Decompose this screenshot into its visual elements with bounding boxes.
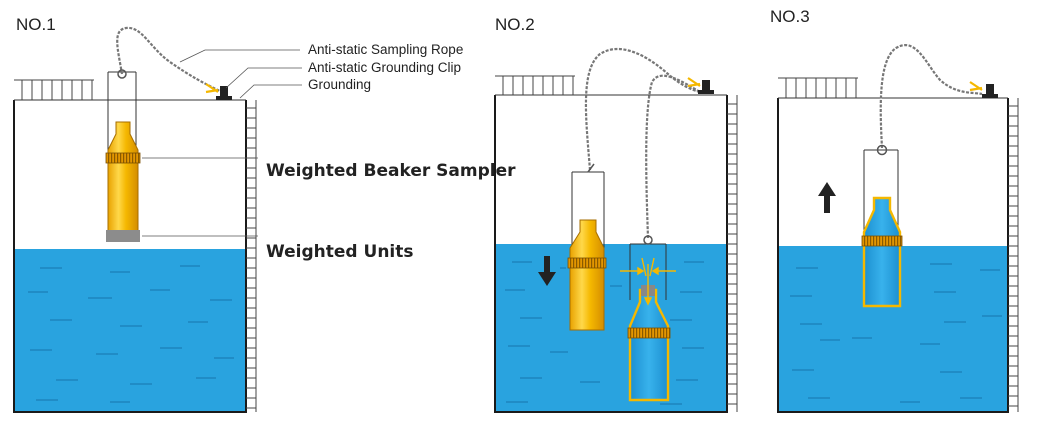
weighted-beaker-sampler xyxy=(105,121,141,233)
side-ladder xyxy=(1008,98,1019,412)
water-ripples xyxy=(790,263,1002,403)
side-ladder xyxy=(246,100,257,412)
grounding-clip-icon xyxy=(969,81,998,98)
label-grounding: Grounding xyxy=(308,77,371,92)
rope-ring xyxy=(643,235,653,245)
grounding-clip-icon xyxy=(687,77,714,94)
panel-title-no3: NO.3 xyxy=(770,7,810,26)
label-sampler: Weighted Beaker Sampler xyxy=(266,161,516,181)
sampler-band xyxy=(861,235,903,247)
sampling-rope-b xyxy=(645,74,701,239)
water-ripples xyxy=(505,261,704,405)
tank-wall xyxy=(13,100,247,413)
sampler-band xyxy=(567,257,607,269)
rope-ring xyxy=(876,144,888,156)
panel-no3 xyxy=(777,44,1019,413)
roof-railing xyxy=(495,75,575,95)
sampling-rope-a xyxy=(584,48,701,171)
panel-no1 xyxy=(13,26,302,413)
sampling-rope xyxy=(116,26,223,93)
side-ladder xyxy=(727,95,738,412)
panel-no2 xyxy=(494,48,738,413)
water-ripples xyxy=(28,265,234,403)
up-arrow-icon xyxy=(818,182,836,213)
label-rope: Anti-static Sampling Rope xyxy=(308,42,463,57)
water-body xyxy=(495,244,727,412)
water-body xyxy=(14,249,246,412)
leader-clip xyxy=(225,67,302,89)
sampler-band xyxy=(105,152,141,164)
roof-railing xyxy=(14,79,94,100)
panel-title-no1: NO.1 xyxy=(16,15,56,34)
label-units: Weighted Units xyxy=(266,242,414,262)
sampling-rope xyxy=(879,44,983,149)
tank-wall xyxy=(777,98,1009,413)
water-inflow-arrows xyxy=(620,257,676,306)
label-clip: Anti-static Grounding Clip xyxy=(308,60,461,75)
sampler-band xyxy=(627,327,671,339)
down-arrow-icon xyxy=(538,256,556,286)
weighted-beaker-sampler-filled xyxy=(861,196,903,308)
rope-hook xyxy=(587,163,595,173)
weighted-units xyxy=(106,230,140,242)
roof-railing xyxy=(778,77,858,98)
weighted-beaker-sampler-descending xyxy=(567,219,607,331)
panel-title-no2: NO.2 xyxy=(495,15,535,34)
rope-ring xyxy=(117,69,127,79)
weighted-beaker-sampler-filling xyxy=(627,285,671,402)
grounding-clip-icon xyxy=(205,83,232,100)
leader-grounding xyxy=(239,84,302,99)
leader-rope xyxy=(179,49,300,63)
